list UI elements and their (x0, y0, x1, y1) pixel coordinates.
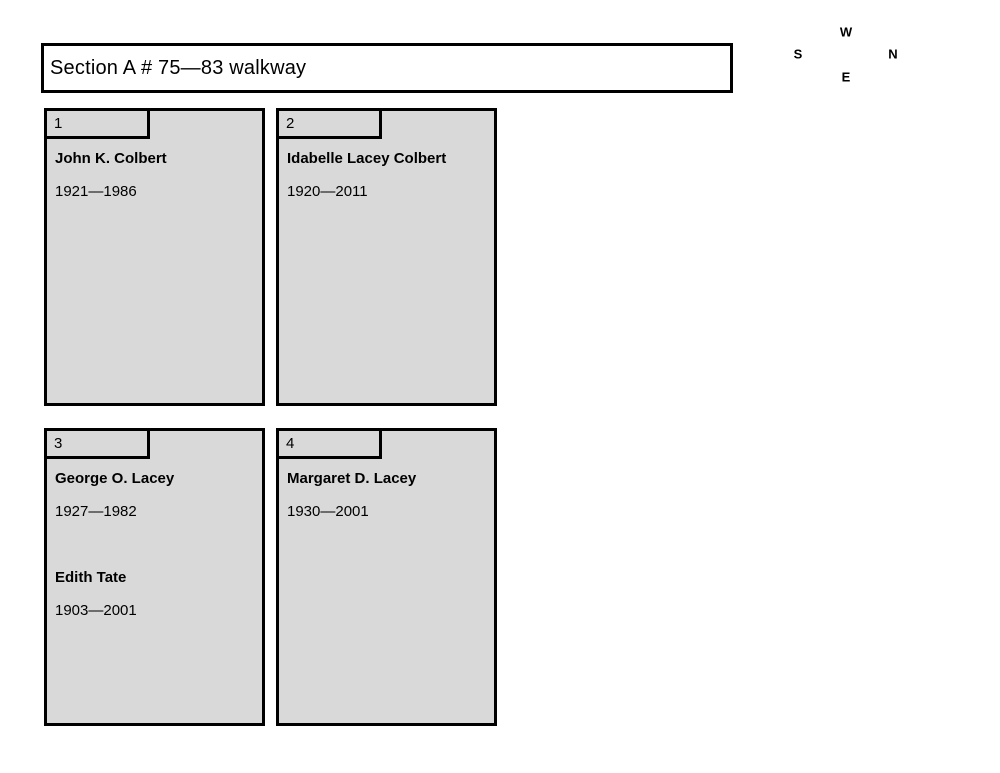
occupant-name: Edith Tate (55, 569, 127, 586)
compass-east-label: E (841, 69, 851, 85)
plot-3: 3 George O. Lacey 1927—1982 Edith Tate 1… (44, 428, 265, 726)
occupant-dates: 1903—2001 (55, 602, 137, 619)
occupant-name: Margaret D. Lacey (287, 470, 417, 487)
plot-3-number: 3 (54, 435, 63, 452)
occupant-name: Idabelle Lacey Colbert (287, 150, 447, 167)
plot-1-content: John K. Colbert 1921—1986 (47, 111, 262, 201)
occupant: Edith Tate 1903—2001 (55, 569, 256, 620)
occupant: John K. Colbert 1921—1986 (55, 150, 256, 201)
plot-2: 2 Idabelle Lacey Colbert 1920—2011 (276, 108, 497, 406)
occupant-name: John K. Colbert (55, 150, 167, 167)
occupant-dates: 1927—1982 (55, 503, 137, 520)
plot-1: 1 John K. Colbert 1921—1986 (44, 108, 265, 406)
compass-west-label: W (839, 24, 853, 40)
plot-2-number-tab: 2 (279, 111, 382, 139)
plot-2-number: 2 (286, 115, 295, 132)
compass-north-label: N (888, 46, 898, 62)
section-header-box: Section A # 75—83 walkway (41, 43, 733, 93)
occupant-name: George O. Lacey (55, 470, 175, 487)
occupant: Idabelle Lacey Colbert 1920—2011 (287, 150, 488, 201)
plot-4-content: Margaret D. Lacey 1930—2001 (279, 431, 494, 521)
plot-4-number: 4 (286, 435, 295, 452)
plot-4: 4 Margaret D. Lacey 1930—2001 (276, 428, 497, 726)
plot-1-number: 1 (54, 115, 63, 132)
plot-1-number-tab: 1 (47, 111, 150, 139)
plot-3-content: George O. Lacey 1927—1982 Edith Tate 190… (47, 431, 262, 620)
occupant: George O. Lacey 1927—1982 (55, 470, 256, 521)
plot-3-number-tab: 3 (47, 431, 150, 459)
compass-south-label: S (793, 46, 803, 62)
occupant: Margaret D. Lacey 1930—2001 (287, 470, 488, 521)
occupant-dates: 1930—2001 (287, 503, 369, 520)
occupant-dates: 1921—1986 (55, 183, 137, 200)
occupant-dates: 1920—2011 (287, 183, 368, 200)
plot-4-number-tab: 4 (279, 431, 382, 459)
plot-2-content: Idabelle Lacey Colbert 1920—2011 (279, 111, 494, 201)
section-title: Section A # 75—83 walkway (50, 56, 307, 79)
